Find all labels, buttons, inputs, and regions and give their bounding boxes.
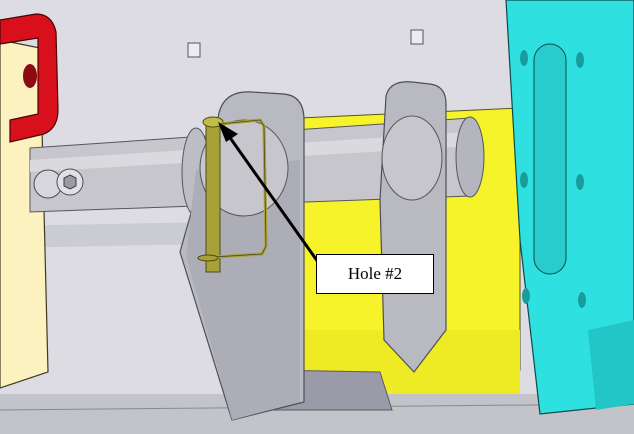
cyan-hole-6 <box>578 292 586 308</box>
leader-line <box>224 131 320 263</box>
right-bracket-bore <box>381 115 443 201</box>
cyan-block-side <box>588 320 634 410</box>
cyan-slot <box>533 43 567 275</box>
retaining-pin-shank <box>205 119 221 273</box>
wall-stud-right <box>410 29 424 45</box>
retaining-pin-tail <box>197 254 219 262</box>
cyan-hole-1 <box>520 50 528 66</box>
red-bracket-hole <box>23 64 37 88</box>
cyan-hole-2 <box>576 52 584 68</box>
hole-callout-label: Hole #2 <box>316 254 434 294</box>
retaining-pin-head <box>202 116 224 128</box>
wall-stud-left <box>187 42 201 58</box>
cyan-hole-4 <box>576 174 584 190</box>
cyan-hole-5 <box>522 288 530 304</box>
cyan-hole-3 <box>520 172 528 188</box>
shaft-end-right <box>455 116 485 198</box>
hex-socket-icon <box>63 174 77 190</box>
red-bracket <box>0 13 59 143</box>
arrowhead-icon <box>218 122 238 142</box>
